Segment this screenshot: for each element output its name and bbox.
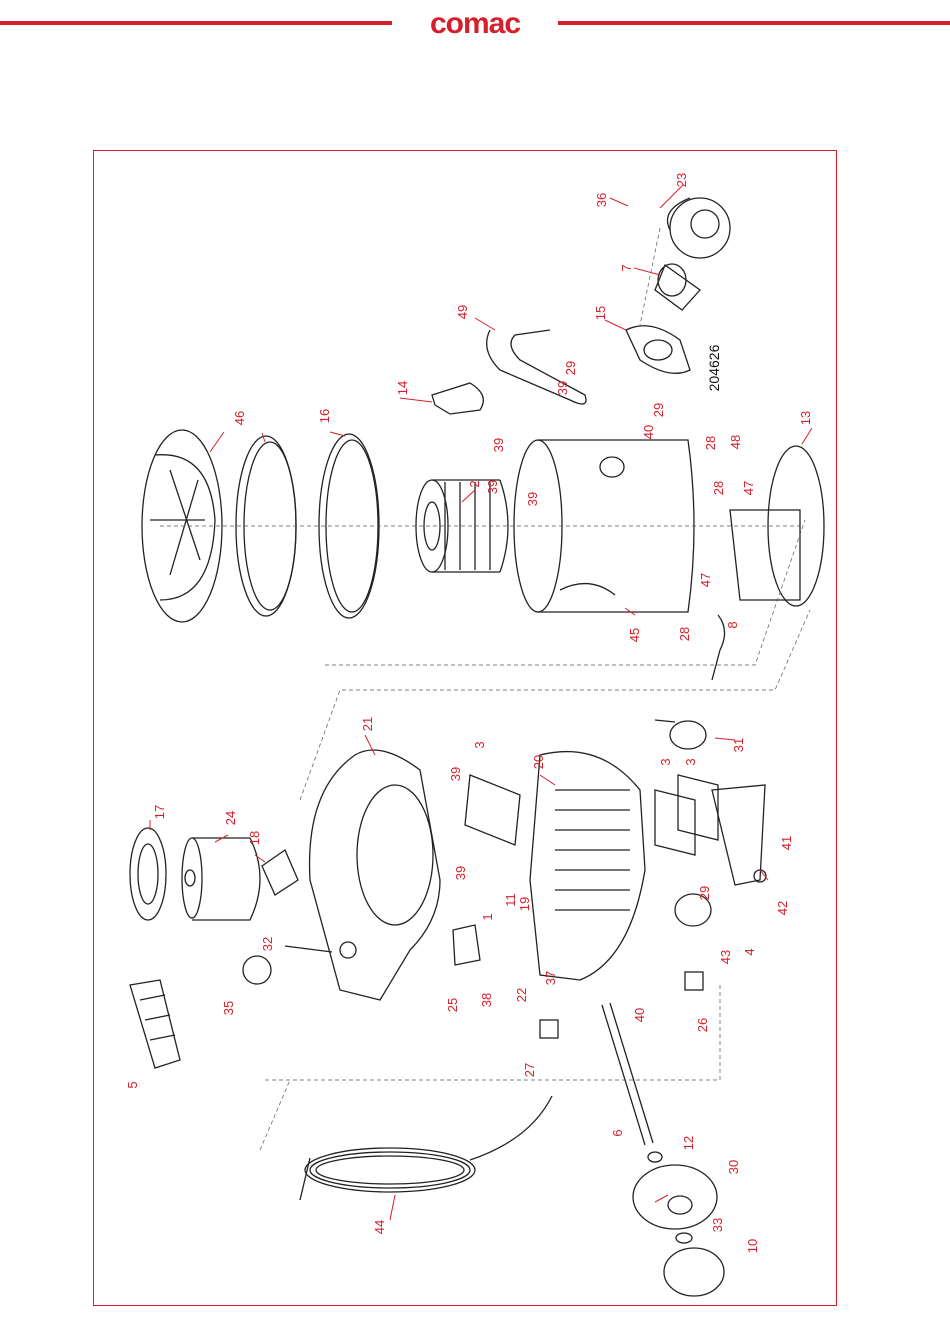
callout-28a: 28 bbox=[703, 436, 718, 450]
handle-part-5 bbox=[130, 980, 180, 1068]
callout-19: 19 bbox=[517, 897, 532, 911]
tray-part-41 bbox=[712, 785, 765, 885]
callout-24: 24 bbox=[223, 811, 238, 825]
callout-39e: 39 bbox=[448, 767, 463, 781]
callout-29a: 29 bbox=[563, 361, 578, 375]
rod-part-6 bbox=[602, 1003, 653, 1145]
flange-part-15 bbox=[626, 326, 690, 374]
housing-part-21 bbox=[310, 750, 440, 1000]
wheel-part-30 bbox=[633, 1165, 717, 1229]
callout-40b: 40 bbox=[632, 1008, 647, 1022]
callout-8: 8 bbox=[725, 621, 740, 628]
callout-14: 14 bbox=[395, 381, 410, 395]
bushing-part-12 bbox=[648, 1152, 662, 1162]
callout-37: 37 bbox=[543, 971, 558, 985]
callout-17: 17 bbox=[152, 805, 167, 819]
callout-39c: 39 bbox=[485, 480, 500, 494]
callout-10: 10 bbox=[745, 1239, 760, 1253]
callout-29c: 29 bbox=[697, 886, 712, 900]
callout-27: 27 bbox=[522, 1063, 537, 1077]
callout-42: 42 bbox=[775, 901, 790, 915]
callout-26: 26 bbox=[695, 1018, 710, 1032]
callout-49: 49 bbox=[455, 305, 470, 319]
filter-part-3a bbox=[465, 775, 520, 845]
document-number: 204626 bbox=[706, 344, 722, 391]
callout-3a: 3 bbox=[472, 741, 487, 748]
callout-29b: 29 bbox=[651, 403, 666, 417]
callout-3b: 3 bbox=[658, 758, 673, 765]
plate-part-18 bbox=[262, 850, 298, 895]
pin-part-32 bbox=[285, 946, 332, 952]
callout-13: 13 bbox=[798, 411, 813, 425]
callout-33: 33 bbox=[710, 1218, 725, 1232]
callout-16: 16 bbox=[317, 409, 332, 423]
part-callouts: 36 23 7 15 49 29 39 14 29 40 46 16 2 39 … bbox=[125, 173, 813, 1253]
filter-part-3b bbox=[655, 775, 718, 855]
callout-39a: 39 bbox=[555, 381, 570, 395]
callout-7: 7 bbox=[619, 264, 634, 271]
callout-21: 21 bbox=[360, 717, 375, 731]
switch-part-26 bbox=[685, 972, 703, 990]
callout-41: 41 bbox=[779, 836, 794, 850]
callout-39b: 39 bbox=[491, 438, 506, 452]
callout-35: 35 bbox=[221, 1001, 236, 1015]
callout-30: 30 bbox=[726, 1160, 741, 1174]
callout-44: 44 bbox=[372, 1220, 387, 1234]
callout-32: 32 bbox=[260, 937, 275, 951]
callout-28c: 28 bbox=[677, 627, 692, 641]
callout-3c: 3 bbox=[683, 758, 698, 765]
callout-40a: 40 bbox=[641, 425, 656, 439]
callout-25: 25 bbox=[445, 998, 460, 1012]
cap-part-10 bbox=[664, 1248, 724, 1296]
callout-47b: 47 bbox=[698, 573, 713, 587]
clip-part-14 bbox=[432, 383, 483, 414]
nozzle-part-23 bbox=[668, 198, 731, 258]
callout-38: 38 bbox=[479, 993, 494, 1007]
callout-leaders bbox=[150, 185, 812, 1220]
callout-43: 43 bbox=[718, 950, 733, 964]
knob-part-35 bbox=[243, 956, 271, 984]
callout-20: 20 bbox=[531, 755, 546, 769]
callout-11: 11 bbox=[503, 893, 518, 907]
motor-part-24 bbox=[182, 838, 260, 920]
callout-2: 2 bbox=[467, 480, 482, 487]
callout-23: 23 bbox=[674, 173, 689, 187]
callout-31: 31 bbox=[731, 738, 746, 752]
callout-6: 6 bbox=[610, 1129, 625, 1136]
fan-part-31 bbox=[655, 720, 706, 749]
switch-part-27 bbox=[540, 1020, 558, 1038]
callout-45: 45 bbox=[627, 628, 642, 642]
base-part-20 bbox=[530, 752, 645, 980]
callout-15: 15 bbox=[593, 306, 608, 320]
cable-part-8 bbox=[712, 615, 725, 680]
callout-22: 22 bbox=[514, 988, 529, 1002]
callout-47a: 47 bbox=[741, 481, 756, 495]
callout-1: 1 bbox=[480, 913, 495, 920]
callout-46: 46 bbox=[232, 411, 247, 425]
cone-part-7 bbox=[655, 264, 700, 310]
callout-39d: 39 bbox=[525, 492, 540, 506]
callout-5: 5 bbox=[125, 1081, 140, 1088]
motor-seal-part-17 bbox=[130, 828, 166, 920]
callout-12: 12 bbox=[681, 1136, 696, 1150]
washer-part-33 bbox=[676, 1233, 692, 1243]
callout-28b: 28 bbox=[711, 481, 726, 495]
callout-48: 48 bbox=[728, 435, 743, 449]
callout-36: 36 bbox=[594, 193, 609, 207]
callout-39f: 39 bbox=[453, 866, 468, 880]
power-cord-part-44 bbox=[300, 1096, 552, 1200]
callout-18: 18 bbox=[247, 831, 262, 845]
plate-part-25 bbox=[453, 925, 480, 965]
callout-4: 4 bbox=[742, 948, 757, 955]
